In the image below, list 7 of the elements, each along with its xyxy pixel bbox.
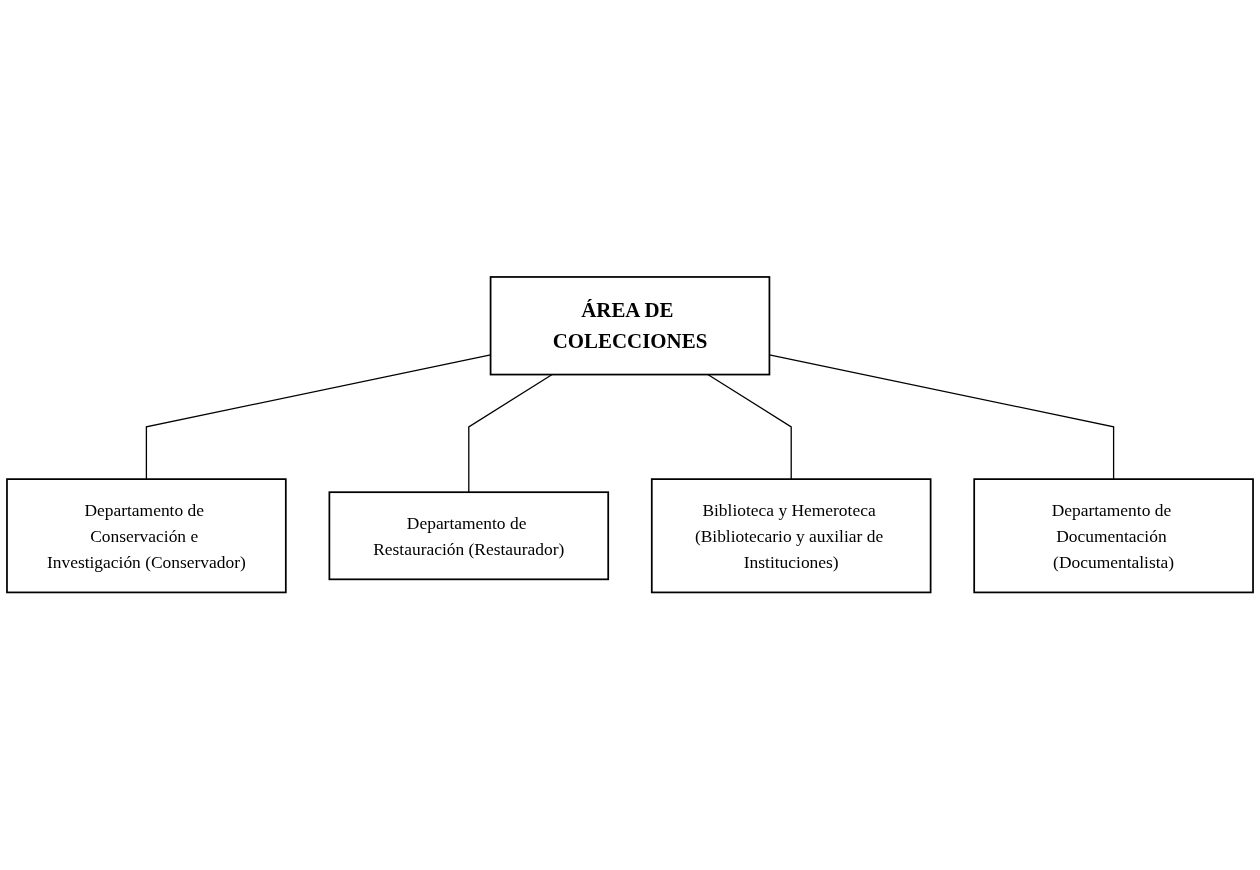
node-box: Departamento de Conservación e Investigación (Conservador) bbox=[6, 478, 287, 594]
node-box: Departamento de Documentación (Documentalista) bbox=[973, 478, 1254, 594]
connector bbox=[707, 374, 792, 481]
node-box: Biblioteca y Hemeroteca (Bibliotecario y auxiliar de Instituciones) bbox=[650, 478, 932, 594]
connector bbox=[468, 374, 553, 494]
node-box: Departamento de Restauración (Restaurador) bbox=[328, 491, 610, 581]
node-box: ÁREA DE COLECCIONES bbox=[489, 276, 771, 376]
